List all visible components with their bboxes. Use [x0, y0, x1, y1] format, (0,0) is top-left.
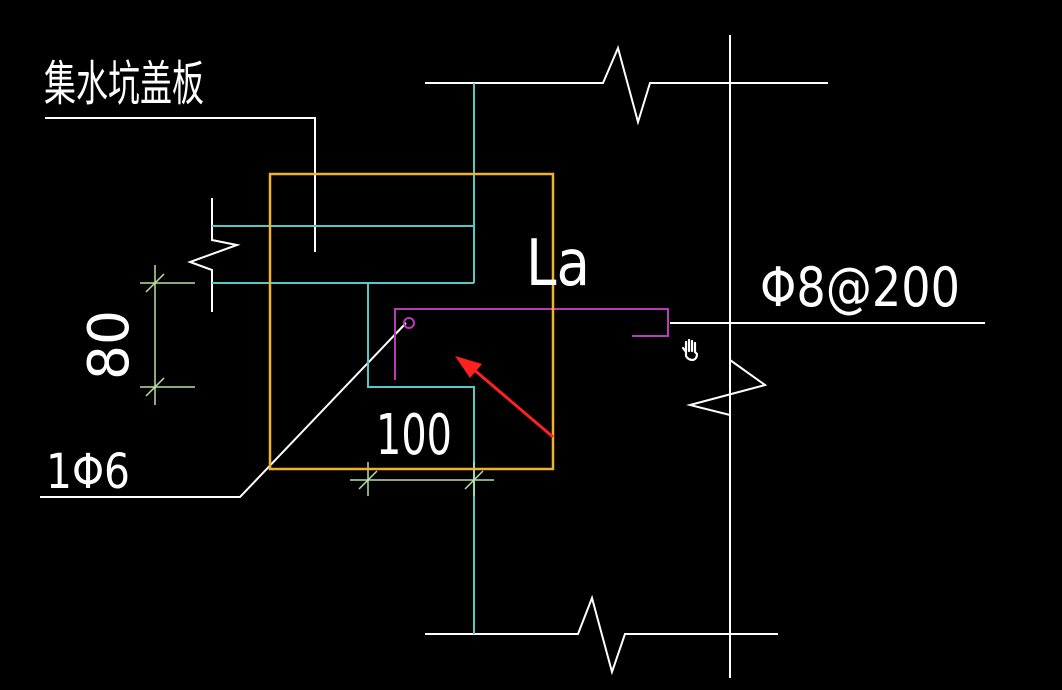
- red-arrow-icon: [455, 356, 554, 439]
- left-break-line: [187, 198, 241, 312]
- bar-callout-label: 1Φ6: [46, 444, 130, 500]
- cyan-section-outline: [212, 83, 475, 634]
- cover-plate-label: 集水坑盖板: [44, 56, 204, 112]
- right-break-line: [686, 359, 768, 416]
- anchorage-label: La: [526, 227, 590, 301]
- dim-80-tick-top: [145, 273, 165, 293]
- cover-plate-leader: [45, 117, 316, 252]
- highlight-box[interactable]: [268, 172, 555, 471]
- dim-100-label: 100: [376, 403, 452, 468]
- dimension-lines: [140, 265, 494, 496]
- bar-callout-leader: [40, 322, 407, 498]
- dim-80-label: 80: [77, 310, 142, 380]
- dim-80-tick-bottom: [145, 377, 165, 397]
- bottom-break-line: [425, 594, 778, 676]
- magenta-rebar: [394, 308, 669, 380]
- top-break-line: [425, 44, 828, 126]
- white-linework: [40, 35, 985, 678]
- dim-100-tick-left: [358, 470, 378, 490]
- recess-outline: [367, 283, 475, 634]
- rebar-spec-label: Φ8@200: [760, 256, 960, 319]
- hand-pointer-icon: [681, 338, 699, 362]
- rebar-hook: [394, 308, 669, 380]
- rebar-dot-icon: [403, 317, 415, 329]
- dim-100-tick-right: [464, 470, 484, 490]
